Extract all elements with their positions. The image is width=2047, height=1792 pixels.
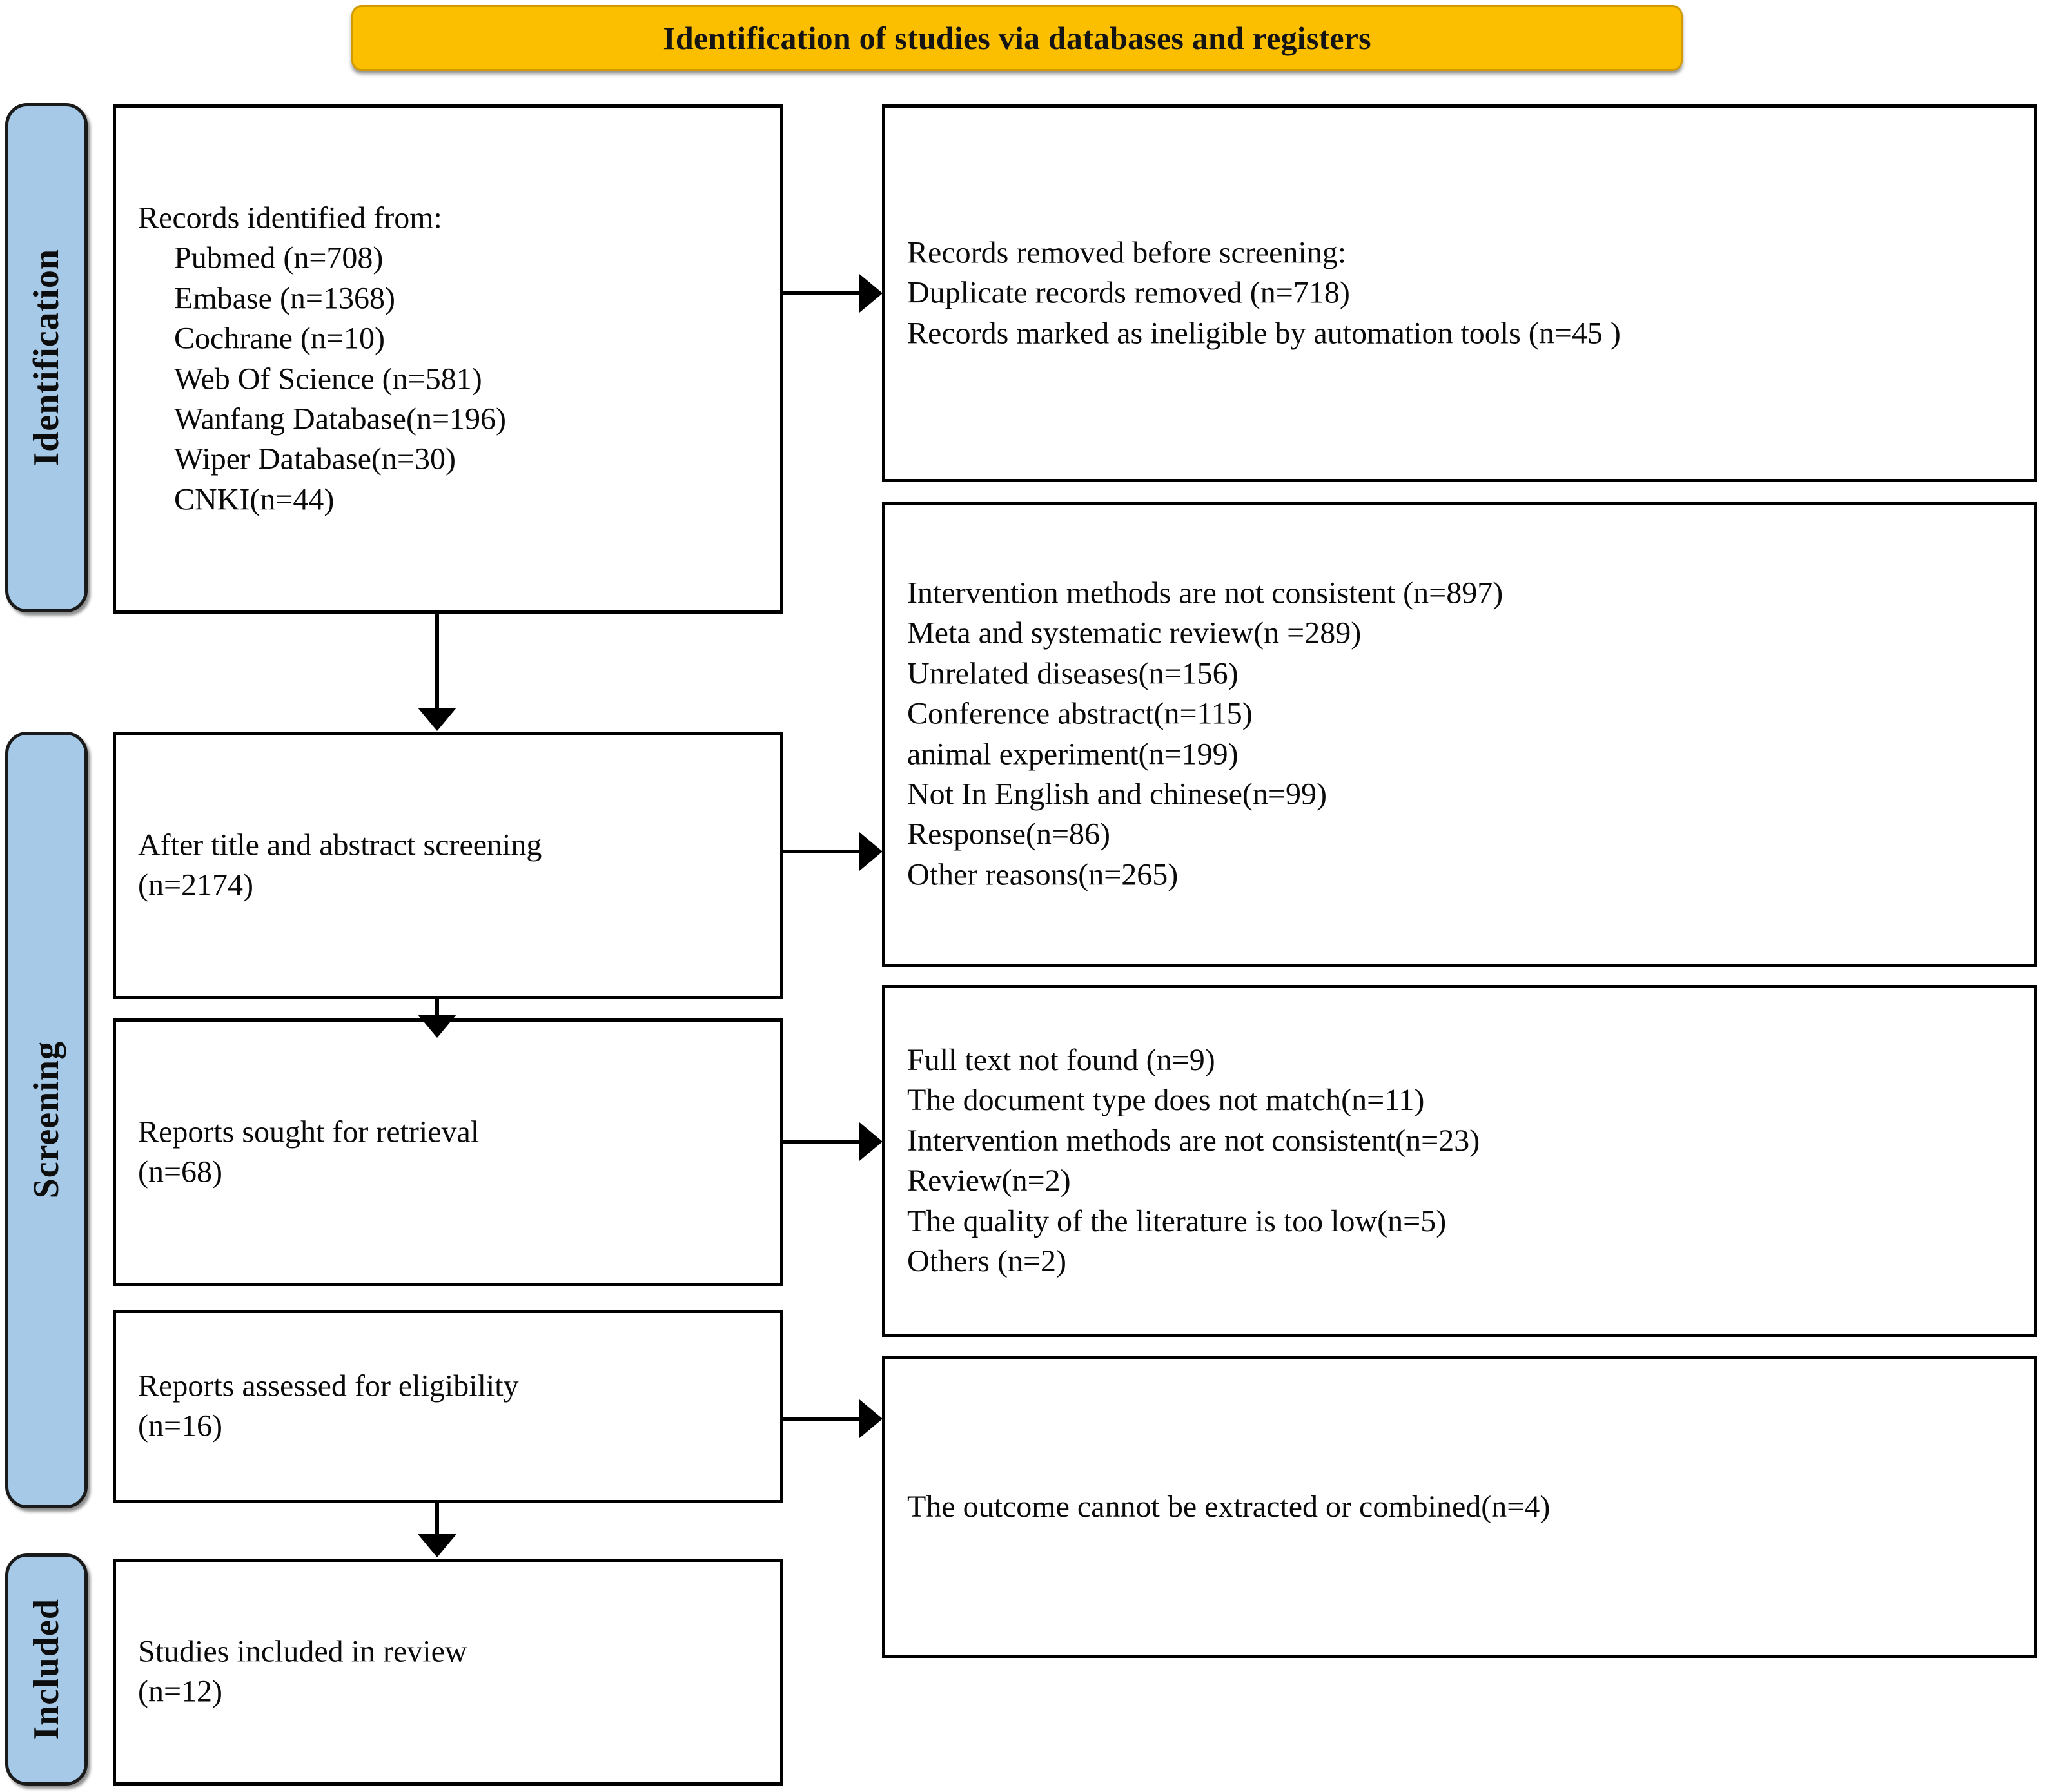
arrow-reports-assessed-to-studies-included xyxy=(418,1503,456,1557)
arrow-identified-to-after-screening xyxy=(418,614,456,731)
after-screening-label: After title and abstract screening xyxy=(138,828,542,862)
source-embase: Embase (n=1368) xyxy=(174,281,395,316)
box-excluded-title-abstract: Intervention methods are not consistent … xyxy=(882,502,2037,967)
box-excluded-title-abstract-content: Intervention methods are not consistent … xyxy=(885,573,2034,895)
arrow-assessed-to-excluded xyxy=(783,1399,883,1438)
phase-label-included-text: Included xyxy=(26,1599,66,1740)
exclusion-reason-meta-review: Meta and systematic review(n =289) xyxy=(907,616,1362,650)
phase-label-screening-text: Screening xyxy=(26,1041,66,1199)
assessed-label: Reports assessed for eligibility xyxy=(138,1368,519,1403)
box-reports-assessed-content: Reports assessed for eligibility (n=16) xyxy=(116,1367,780,1447)
source-web-of-science: Web Of Science (n=581) xyxy=(174,362,482,396)
arrowhead-right-icon xyxy=(859,274,883,313)
arrowhead-right-icon xyxy=(859,832,883,871)
phase-label-screening: Screening xyxy=(5,732,88,1508)
box-excluded-eligibility: The outcome cannot be extracted or combi… xyxy=(882,1356,2037,1658)
source-cochrane: Cochrane (n=10) xyxy=(174,321,385,356)
phase-label-identification-text: Identification xyxy=(26,249,66,467)
exclusion-reason-intervention: Intervention methods are not consistent … xyxy=(907,576,1503,610)
eligibility-reason-outcome-not-extractable: The outcome cannot be extracted or combi… xyxy=(907,1489,1551,1524)
included-label: Studies included in review xyxy=(138,1634,467,1669)
box-excluded-retrieval: Full text not found (n=9) The document t… xyxy=(882,985,2037,1337)
box-reports-sought-for-retrieval: Reports sought for retrieval (n=68) xyxy=(113,1018,783,1286)
removed-automation: Records marked as ineligible by automati… xyxy=(907,316,1621,351)
included-count: (n=12) xyxy=(138,1675,223,1709)
retrieval-reason-intervention: Intervention methods are not consistent(… xyxy=(907,1123,1480,1158)
box-after-title-abstract-screening-content: After title and abstract screening (n=21… xyxy=(116,825,780,906)
page-title: Identification of studies via databases … xyxy=(663,20,1371,56)
box-studies-included-content: Studies included in review (n=12) xyxy=(116,1632,780,1713)
box-studies-included-in-review: Studies included in review (n=12) xyxy=(113,1559,783,1786)
removed-heading: Records removed before screening: xyxy=(907,235,1347,270)
retrieval-reason-others: Others (n=2) xyxy=(907,1243,1067,1278)
retrieval-reason-full-text-not-found: Full text not found (n=9) xyxy=(907,1042,1215,1077)
exclusion-reason-animal-experiment: animal experiment(n=199) xyxy=(907,737,1239,771)
box-records-removed-content: Records removed before screening: Duplic… xyxy=(885,233,2034,353)
assessed-count: (n=16) xyxy=(138,1409,223,1443)
source-cnki: CNKI(n=44) xyxy=(174,482,335,517)
arrow-after-screening-to-excluded xyxy=(783,832,883,871)
arrowhead-down-icon xyxy=(418,1015,456,1038)
retrieval-reason-quality-too-low: The quality of the literature is too low… xyxy=(907,1203,1447,1238)
arrow-sought-to-excluded xyxy=(783,1122,883,1161)
source-pubmed: Pubmed (n=708) xyxy=(174,240,384,275)
box-after-title-abstract-screening: After title and abstract screening (n=21… xyxy=(113,732,783,999)
exclusion-reason-language: Not In English and chinese(n=99) xyxy=(907,777,1327,812)
box-excluded-eligibility-content: The outcome cannot be extracted or combi… xyxy=(885,1487,2034,1527)
arrowhead-right-icon xyxy=(859,1399,883,1438)
box-reports-assessed-for-eligibility: Reports assessed for eligibility (n=16) xyxy=(113,1310,783,1503)
arrowhead-right-icon xyxy=(859,1122,883,1161)
diagram-title-banner: Identification of studies via databases … xyxy=(351,5,1683,71)
box-reports-sought-content: Reports sought for retrieval (n=68) xyxy=(116,1112,780,1193)
records-identified-heading: Records identified from: xyxy=(138,200,442,235)
after-screening-count: (n=2174) xyxy=(138,868,254,902)
arrow-identified-to-removed xyxy=(783,274,883,313)
exclusion-reason-unrelated-diseases: Unrelated diseases(n=156) xyxy=(907,656,1239,691)
source-wiper: Wiper Database(n=30) xyxy=(174,442,456,476)
source-wanfang: Wanfang Database(n=196) xyxy=(174,402,506,436)
arrowhead-down-icon xyxy=(418,708,456,731)
retrieval-reason-review: Review(n=2) xyxy=(907,1164,1071,1198)
exclusion-reason-conference-abstract: Conference abstract(n=115) xyxy=(907,696,1253,731)
sought-label: Reports sought for retrieval xyxy=(138,1115,480,1149)
arrowhead-down-icon xyxy=(418,1534,456,1557)
exclusion-reason-response: Response(n=86) xyxy=(907,817,1111,852)
box-records-identified: Records identified from: Pubmed (n=708) … xyxy=(113,104,783,614)
sought-count: (n=68) xyxy=(138,1154,223,1189)
box-excluded-retrieval-content: Full text not found (n=9) The document t… xyxy=(885,1040,2034,1281)
arrow-after-title-abstract-to-reports-sought xyxy=(418,999,456,1038)
phase-label-included: Included xyxy=(5,1553,88,1786)
box-records-identified-content: Records identified from: Pubmed (n=708) … xyxy=(116,198,780,520)
retrieval-reason-document-type: The document type does not match(n=11) xyxy=(907,1083,1425,1118)
box-records-removed-before-screening: Records removed before screening: Duplic… xyxy=(882,104,2037,482)
exclusion-reason-other: Other reasons(n=265) xyxy=(907,857,1179,892)
phase-label-identification: Identification xyxy=(5,103,88,612)
removed-duplicates: Duplicate records removed (n=718) xyxy=(907,275,1350,310)
